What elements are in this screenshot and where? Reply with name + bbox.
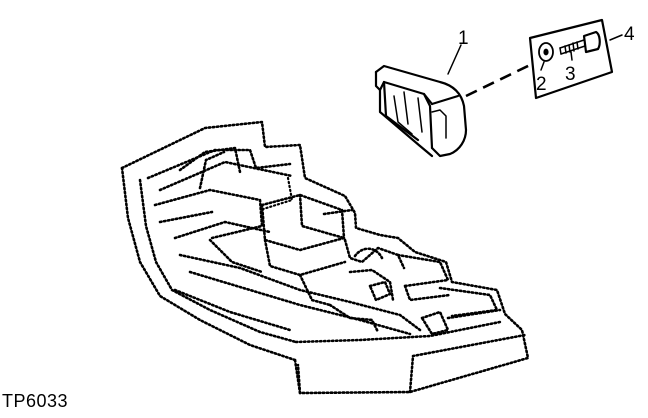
mounting-plate-part: [528, 18, 614, 100]
callout-2: 2: [536, 74, 547, 95]
callout-1: 1: [458, 28, 469, 49]
machine-body-dotted: [120, 120, 530, 395]
leader-line-3: [570, 51, 573, 61]
callout-3: 3: [565, 64, 576, 85]
leader-line-4: [609, 34, 623, 41]
installation-line: [465, 62, 533, 98]
figure-code: TP6033: [2, 391, 69, 411]
leader-line-2: [540, 61, 545, 71]
bolt-part: [559, 30, 601, 55]
washer-part: [538, 42, 554, 62]
leader-line-1: [447, 44, 462, 75]
cover-part: [374, 64, 468, 158]
callout-4: 4: [624, 24, 635, 45]
